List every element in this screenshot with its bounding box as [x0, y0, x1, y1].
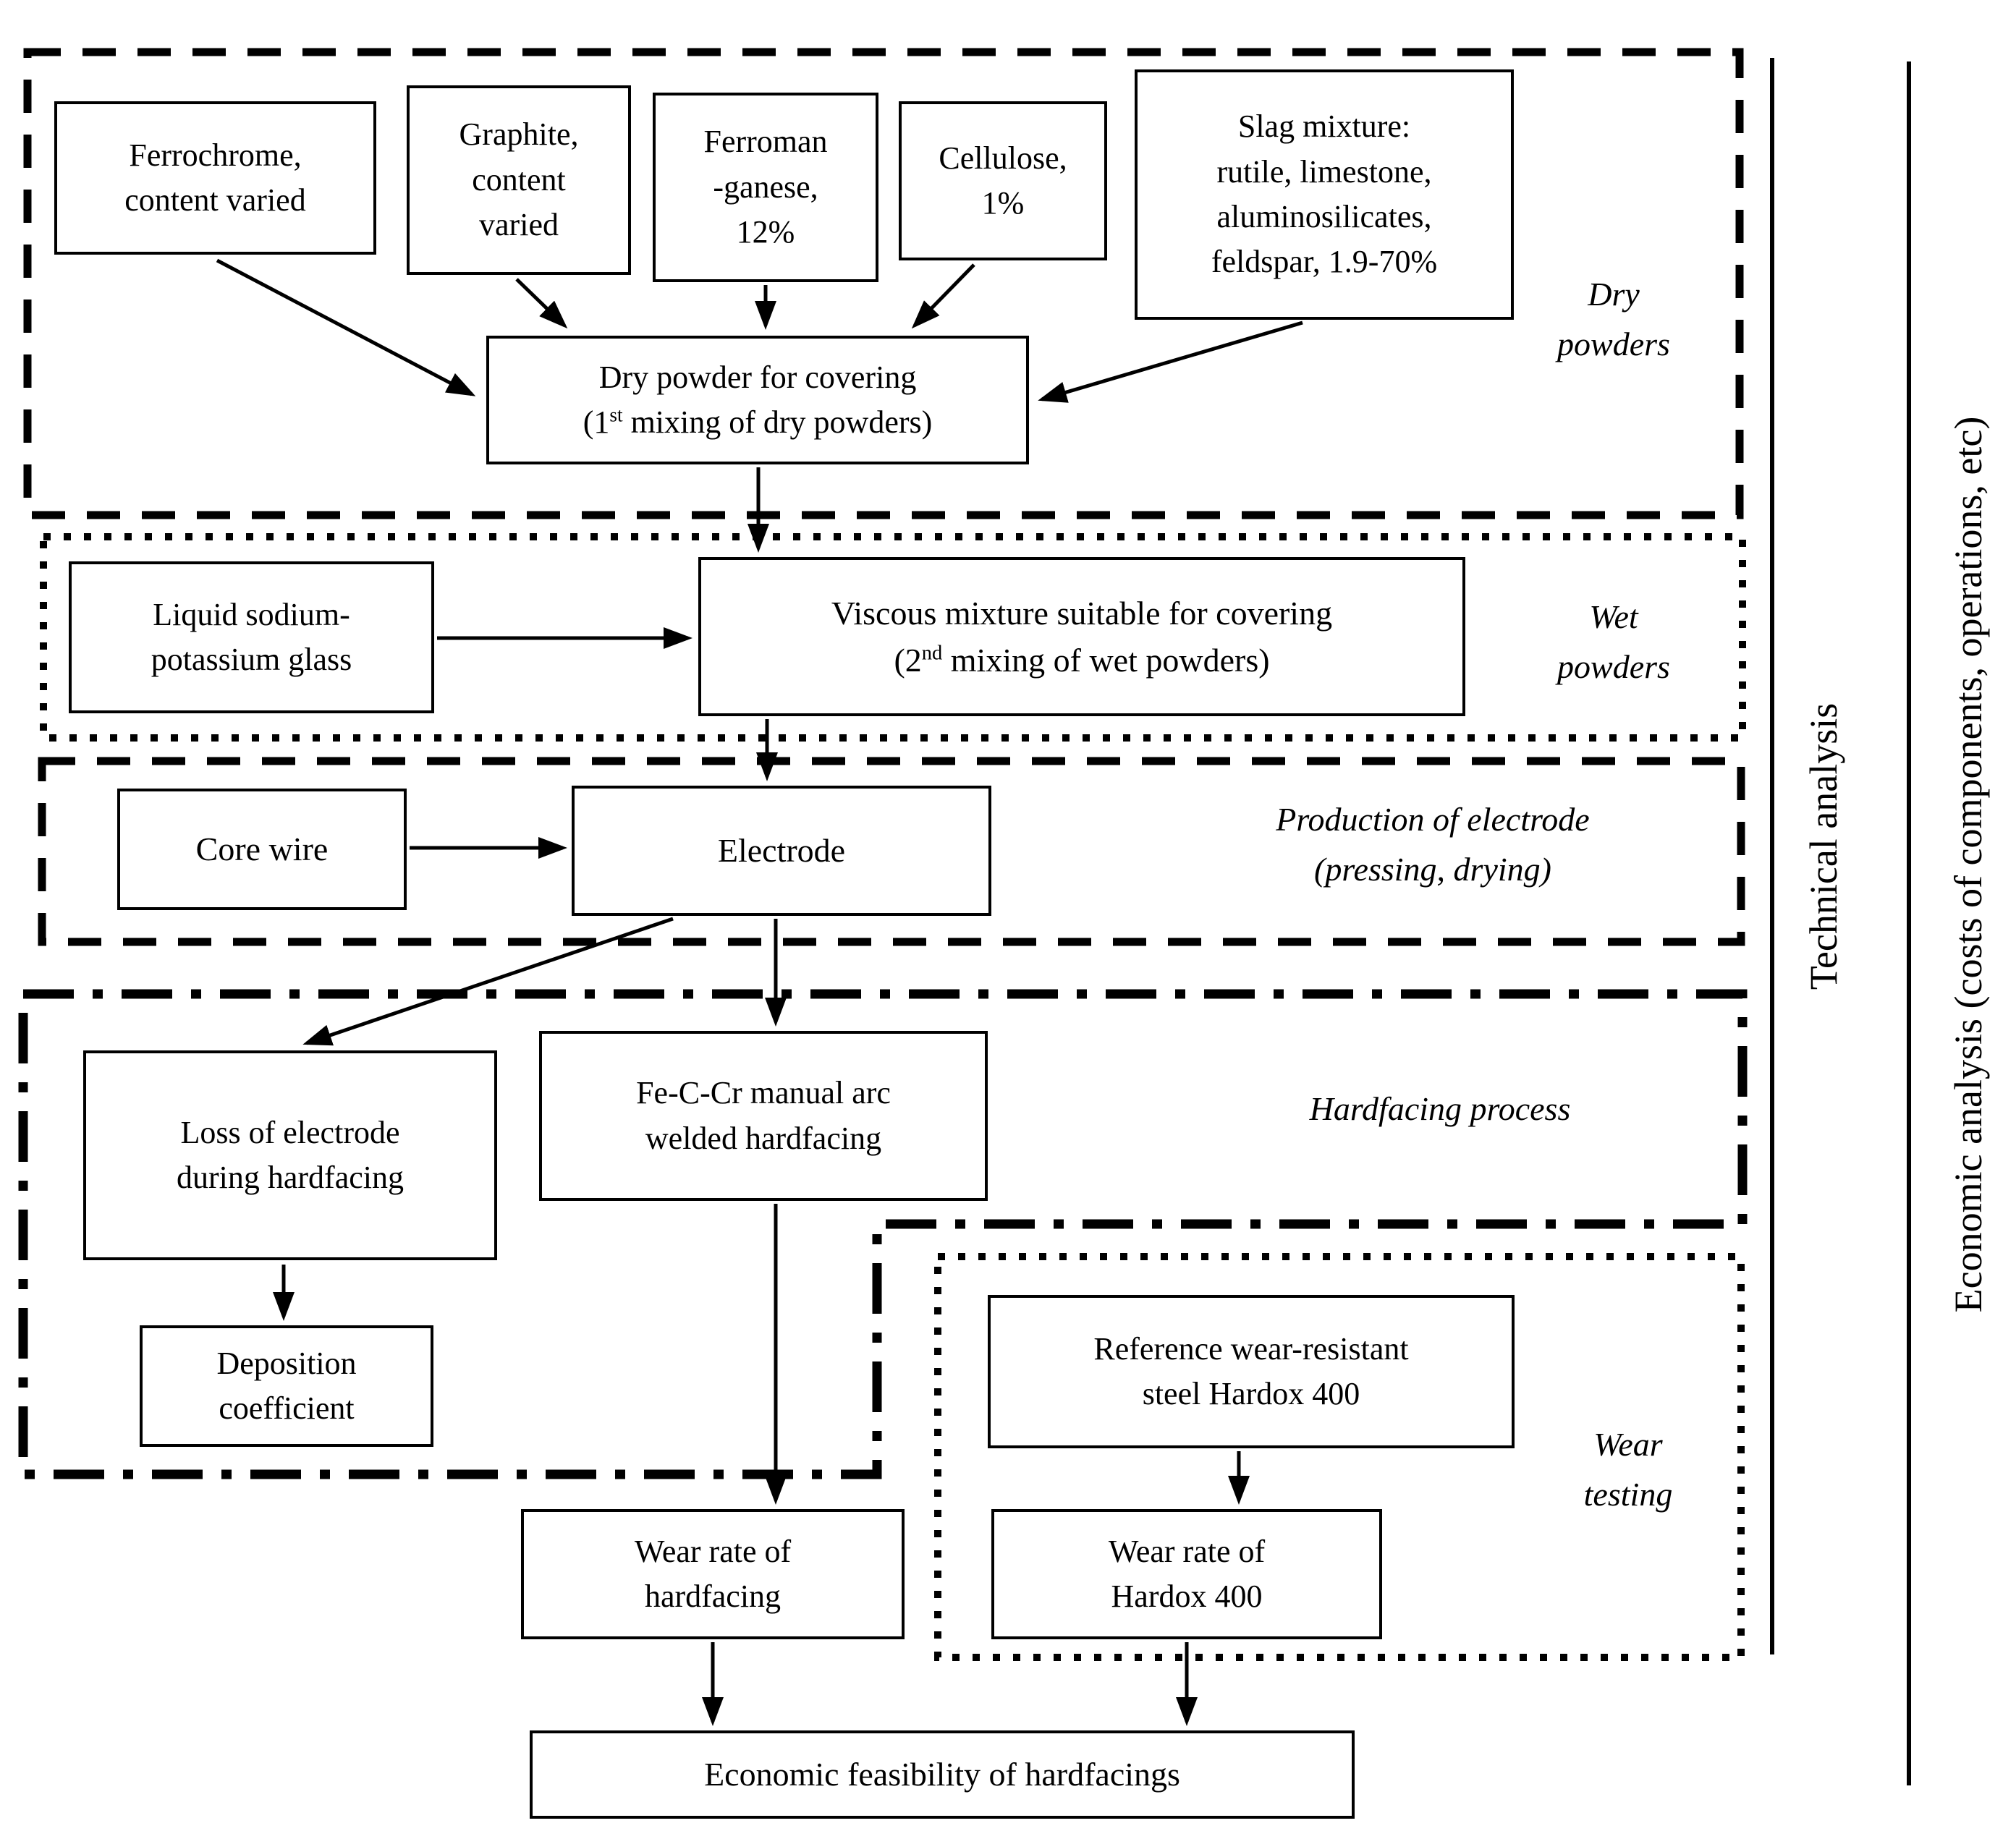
hardfacing-section-label: Hardfacing process — [1309, 1090, 1571, 1127]
box-viscous-line2: (2nd mixing of wet powders) — [894, 637, 1269, 684]
box-wear-rate-hardfacing: Wear rate of hardfacing — [521, 1509, 905, 1639]
box-ferrochrome-line2: content varied — [124, 182, 306, 218]
box-feccr-line1: Fe-C-Cr manual arc — [636, 1075, 891, 1111]
box-deposition-coefficient: Deposition coefficient — [140, 1325, 433, 1447]
box-wear-hardox-line2: Hardox 400 — [1111, 1579, 1263, 1614]
arrow-slag-to-dry-powder — [1038, 320, 1303, 403]
box-slag-line3: aluminosilicates, — [1216, 199, 1432, 234]
box-dry-powder-paren: (1 — [583, 404, 610, 440]
box-feccr-line2: welded hardfacing — [645, 1120, 882, 1156]
box-ferromanganese-line1: Ferroman — [703, 124, 828, 160]
box-viscous-line1: Viscous mixture suitable for covering — [831, 594, 1333, 632]
production-section-label: Production of electrode (pressing, dryin… — [1276, 801, 1590, 888]
wear-testing-section-label: Wear testing — [1583, 1426, 1673, 1513]
box-ferromanganese-line2: -ganese, — [713, 169, 818, 205]
box-slag-line1: Slag mixture: — [1237, 109, 1411, 145]
economic-analysis-label: Economic analysis (costs of components, … — [1947, 416, 1990, 1313]
box-slag-line2: rutile, limestone, — [1216, 153, 1432, 190]
box-slag-line4: feldspar, 1.9-70% — [1211, 244, 1438, 280]
box-feccr-hardfacing: Fe-C-Cr manual arc welded hardfacing — [539, 1031, 988, 1201]
box-dry-powder-line2: (1st mixing of dry powders) — [583, 400, 933, 445]
box-dry-powder-superscript: st — [609, 404, 623, 426]
box-ferrochrome: Ferrochrome, content varied — [54, 101, 376, 255]
arrow-electrode-to-loss — [302, 917, 674, 1046]
hardfacing-section-border — [18, 989, 1748, 1479]
box-liquid-glass: Liquid sodium- potassium glass — [69, 561, 434, 713]
arrow-ferrochrome-to-dry-powder — [216, 258, 476, 396]
box-reference-line1: Reference wear-resistant — [1093, 1330, 1409, 1367]
box-loss-of-electrode: Loss of electrode during hardfacing — [83, 1050, 497, 1260]
box-graphite: Graphite, content varied — [407, 85, 631, 275]
box-cellulose-line2: 1% — [981, 185, 1025, 221]
arrow-cellulose-to-dry-powder — [911, 263, 975, 329]
box-dry-powder-rest: mixing of dry powders) — [622, 404, 933, 440]
box-reference-line2: steel Hardox 400 — [1142, 1376, 1360, 1411]
box-viscous-paren: (2 — [894, 642, 922, 679]
box-cellulose: Cellulose, 1% — [899, 101, 1107, 260]
dry-powders-section-label: Dry powders — [1557, 276, 1670, 362]
box-economic-feasibility: Economic feasibility of hardfacings — [530, 1730, 1355, 1819]
box-loss-line1: Loss of electrode — [180, 1114, 400, 1150]
box-deposition-line1: Deposition — [216, 1345, 357, 1381]
box-dry-powder-for-covering: Dry powder for covering (1st mixing of d… — [486, 336, 1029, 464]
arrow-graphite-to-dry-powder — [515, 278, 568, 329]
box-viscous-superscript: nd — [921, 642, 943, 665]
box-liquid-glass-line1: Liquid sodium- — [153, 596, 350, 632]
dry-powders-section-border — [23, 48, 1744, 519]
box-electrode: Electrode — [572, 786, 991, 916]
box-slag-mixture: Slag mixture: rutile, limestone, alumino… — [1135, 69, 1514, 320]
box-wear-hardfacing-line1: Wear rate of — [634, 1533, 792, 1569]
production-section-border — [38, 757, 1745, 946]
box-ferromanganese: Ferroman -ganese, 12% — [653, 93, 878, 282]
box-reference-hardox: Reference wear-resistant steel Hardox 40… — [988, 1295, 1515, 1448]
box-deposition-line2: coefficient — [219, 1390, 355, 1426]
box-viscous-mixture: Viscous mixture suitable for covering (2… — [698, 557, 1465, 716]
box-graphite-line1: Graphite, — [459, 116, 579, 153]
box-loss-line2: during hardfacing — [177, 1160, 404, 1195]
box-core-wire: Core wire — [117, 789, 407, 910]
box-viscous-rest: mixing of wet powders) — [942, 642, 1270, 679]
box-graphite-line2: content — [472, 161, 566, 197]
wear-testing-section-border — [934, 1253, 1745, 1661]
box-liquid-glass-line2: potassium glass — [151, 642, 352, 677]
box-wear-hardox-line1: Wear rate of — [1108, 1533, 1266, 1569]
box-ferromanganese-line3: 12% — [736, 214, 795, 250]
box-wear-rate-hardox: Wear rate of Hardox 400 — [991, 1509, 1382, 1639]
wet-powders-section-label: Wet powders — [1557, 598, 1670, 685]
box-graphite-line3: varied — [479, 207, 559, 243]
box-ferrochrome-line1: Ferrochrome, — [129, 137, 302, 173]
technical-analysis-label: Technical analysis — [1802, 702, 1845, 990]
box-cellulose-line1: Cellulose, — [939, 140, 1067, 176]
box-dry-powder-line1: Dry powder for covering — [598, 359, 917, 395]
box-wear-hardfacing-line2: hardfacing — [644, 1579, 782, 1614]
